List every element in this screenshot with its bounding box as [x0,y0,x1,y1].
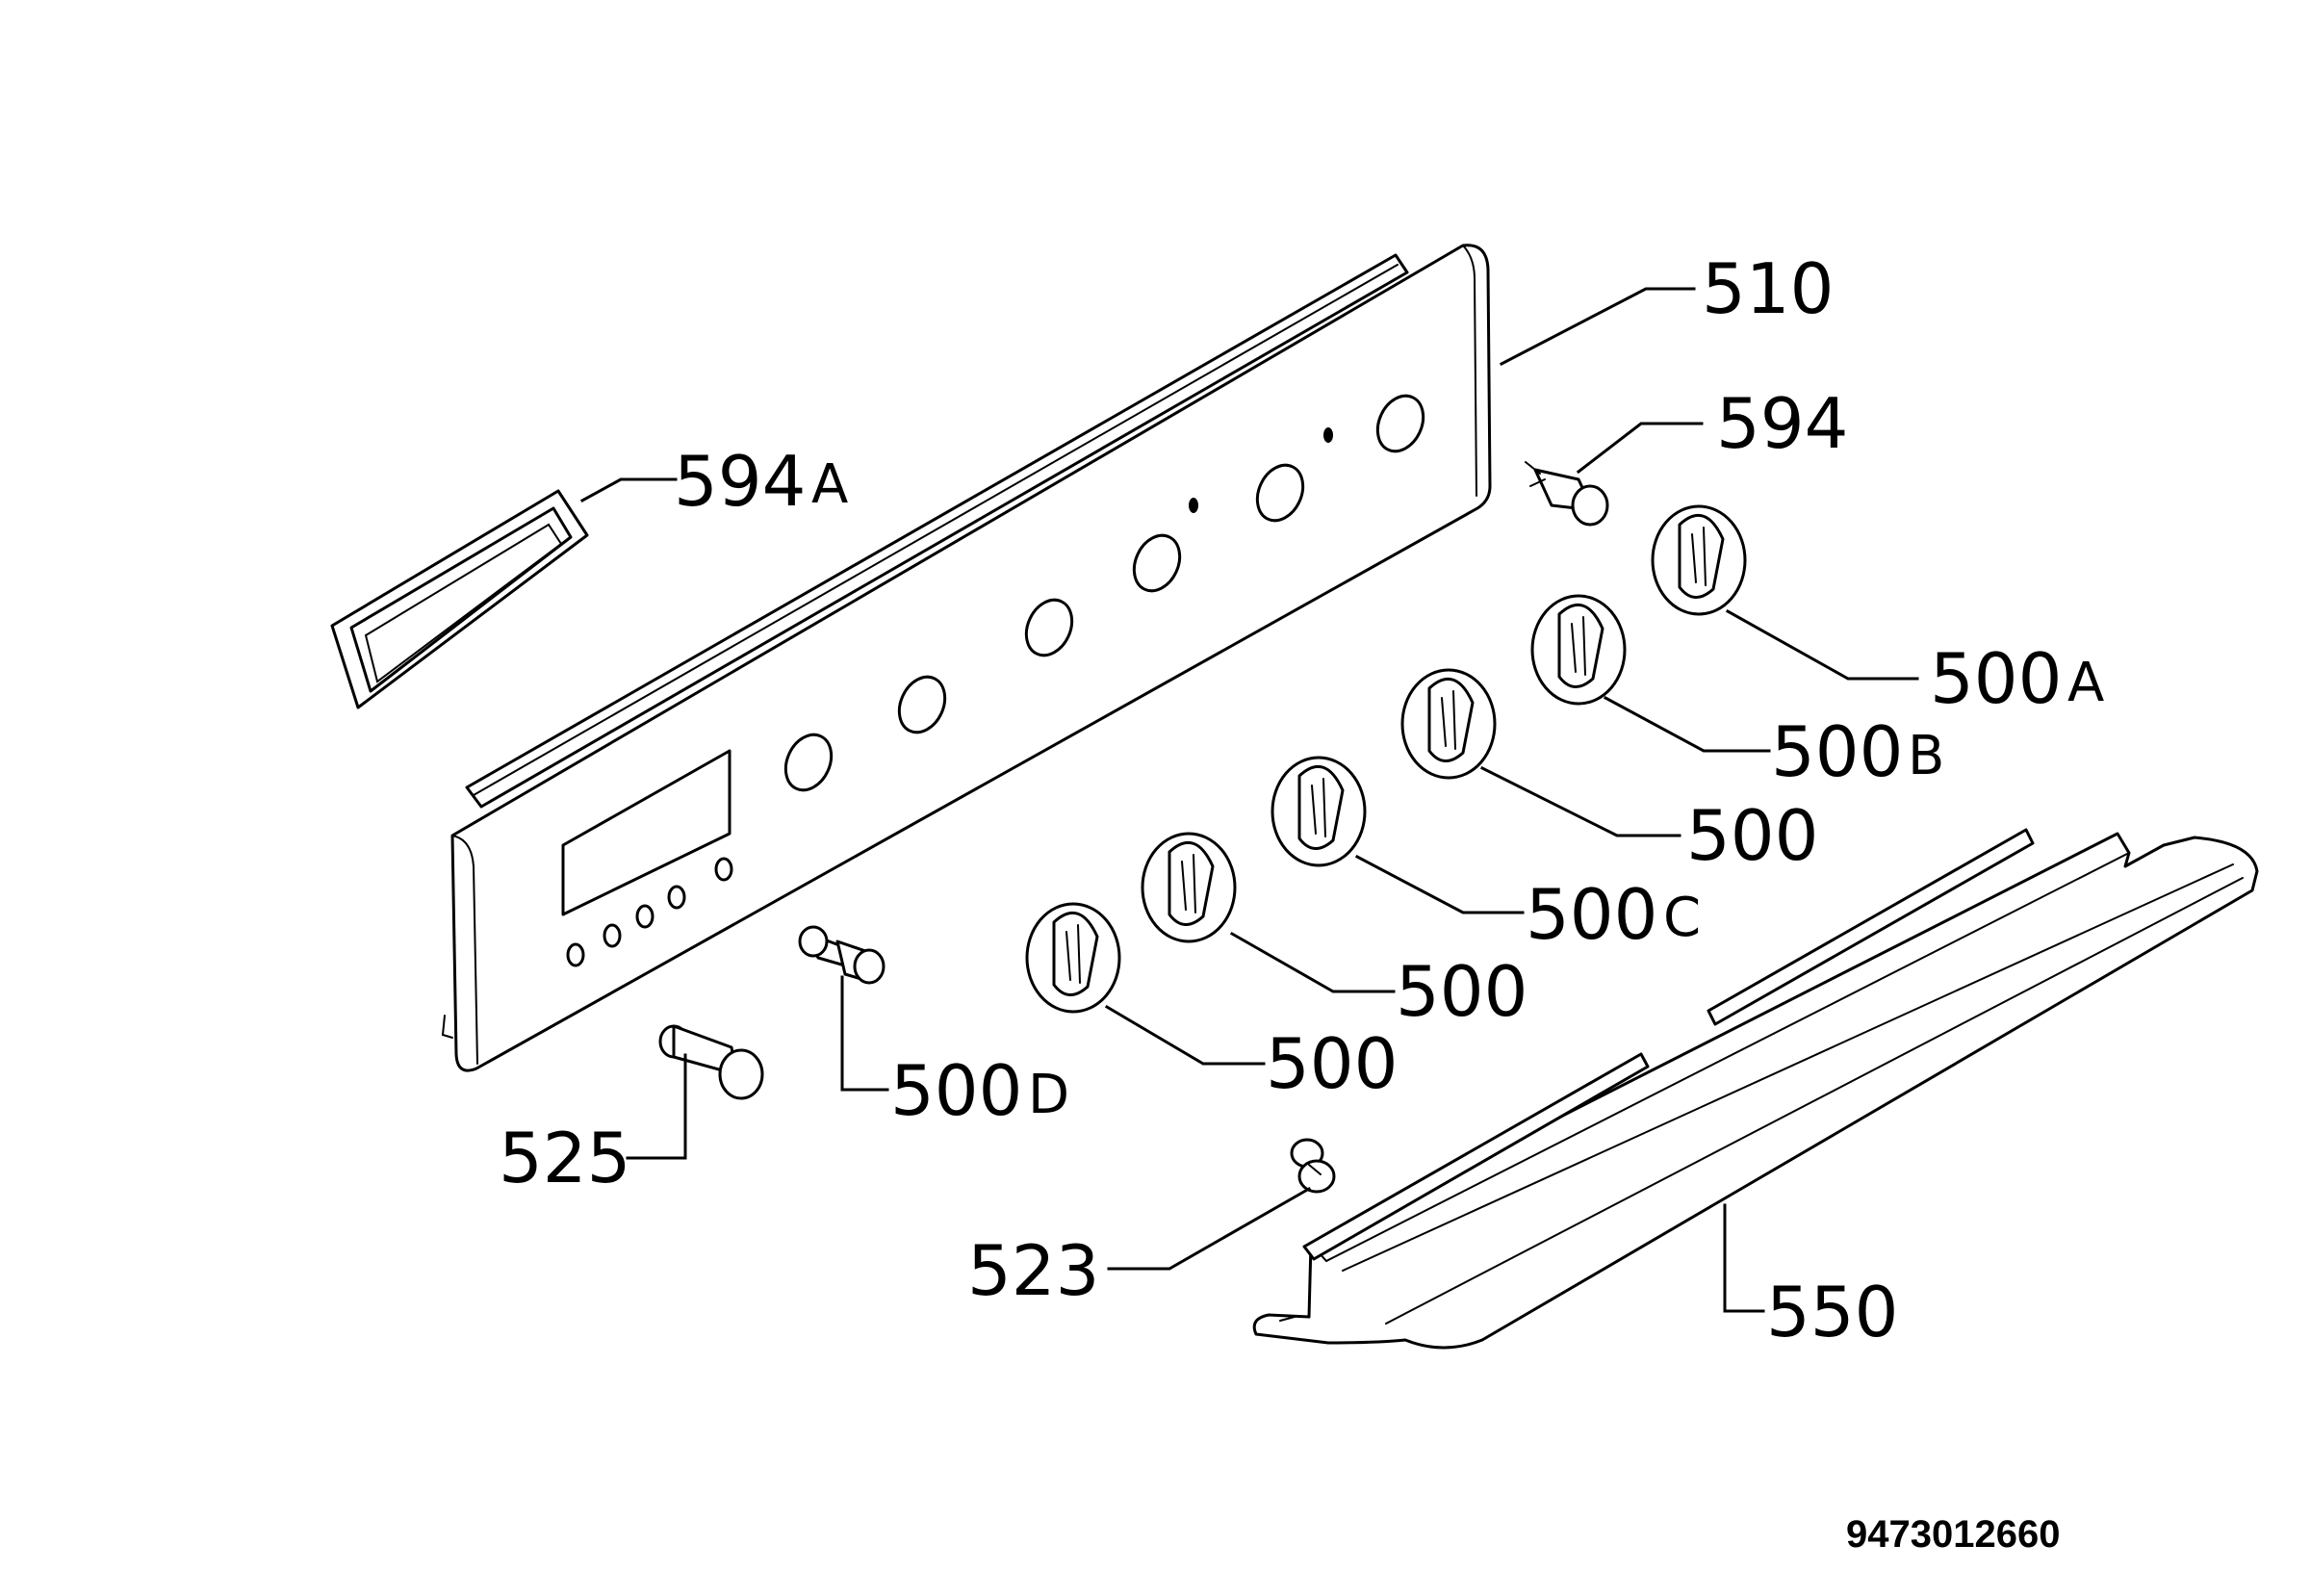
leader-500-1 [1479,765,1681,837]
leader-594a [579,477,678,503]
leader-500-3 [1104,1004,1266,1066]
callout-500b-suffix: B [1908,725,1944,787]
callout-523: 523 [967,1230,1099,1311]
control-panel-part [441,244,1492,1072]
leader-lines [579,287,1919,1313]
trim-strip-550-part [1252,828,2259,1350]
control-knob-500b [1530,594,1627,706]
control-knob-500a [1651,504,1747,616]
callout-550: 550 [1766,1272,1898,1352]
callout-labels: 510 594 594 A 500 A 500 B 500 500 C 500 … [499,248,2104,1556]
document-number: 9473012660 [1846,1513,2060,1556]
leader-550 [1723,1203,1765,1313]
callout-500c: 500 [1526,874,1657,955]
leader-525 [626,1053,687,1160]
control-knob-500c [1270,756,1367,867]
callout-525: 525 [499,1118,630,1198]
bezel-frame-part [330,489,589,709]
callout-510: 510 [1702,248,1834,329]
control-knob-500-upper [1400,668,1497,780]
callout-500-lower: 500 [1266,1023,1398,1104]
screw-523-part [1290,1138,1336,1194]
callout-500b: 500 [1771,711,1903,792]
indicator-lamp-part [1525,461,1609,527]
control-knob-500-lower [1025,902,1121,1014]
leader-500d [840,975,889,1092]
callout-500a: 500 [1930,638,2062,719]
leader-523 [1107,1186,1312,1271]
leader-500-2 [1229,931,1396,993]
leader-500c [1354,854,1525,914]
callout-500d-suffix: D [1028,1064,1069,1126]
callout-594a: 594 [674,441,806,522]
push-button-500d-part [798,925,886,985]
callout-594a-suffix: A [811,453,848,516]
leader-594 [1576,422,1704,475]
leader-500b [1603,695,1771,753]
callout-500-upper: 500 [1686,795,1818,876]
button-525-part [658,1024,764,1100]
leader-500a [1725,608,1919,681]
callout-500a-suffix: A [2067,652,2104,714]
control-knob-500-middle [1141,832,1237,943]
callout-500-middle: 500 [1396,951,1527,1032]
callout-594: 594 [1716,383,1848,464]
callout-500d: 500 [890,1050,1022,1131]
callout-500c-suffix: C [1663,887,1701,949]
leader-510 [1499,287,1696,367]
